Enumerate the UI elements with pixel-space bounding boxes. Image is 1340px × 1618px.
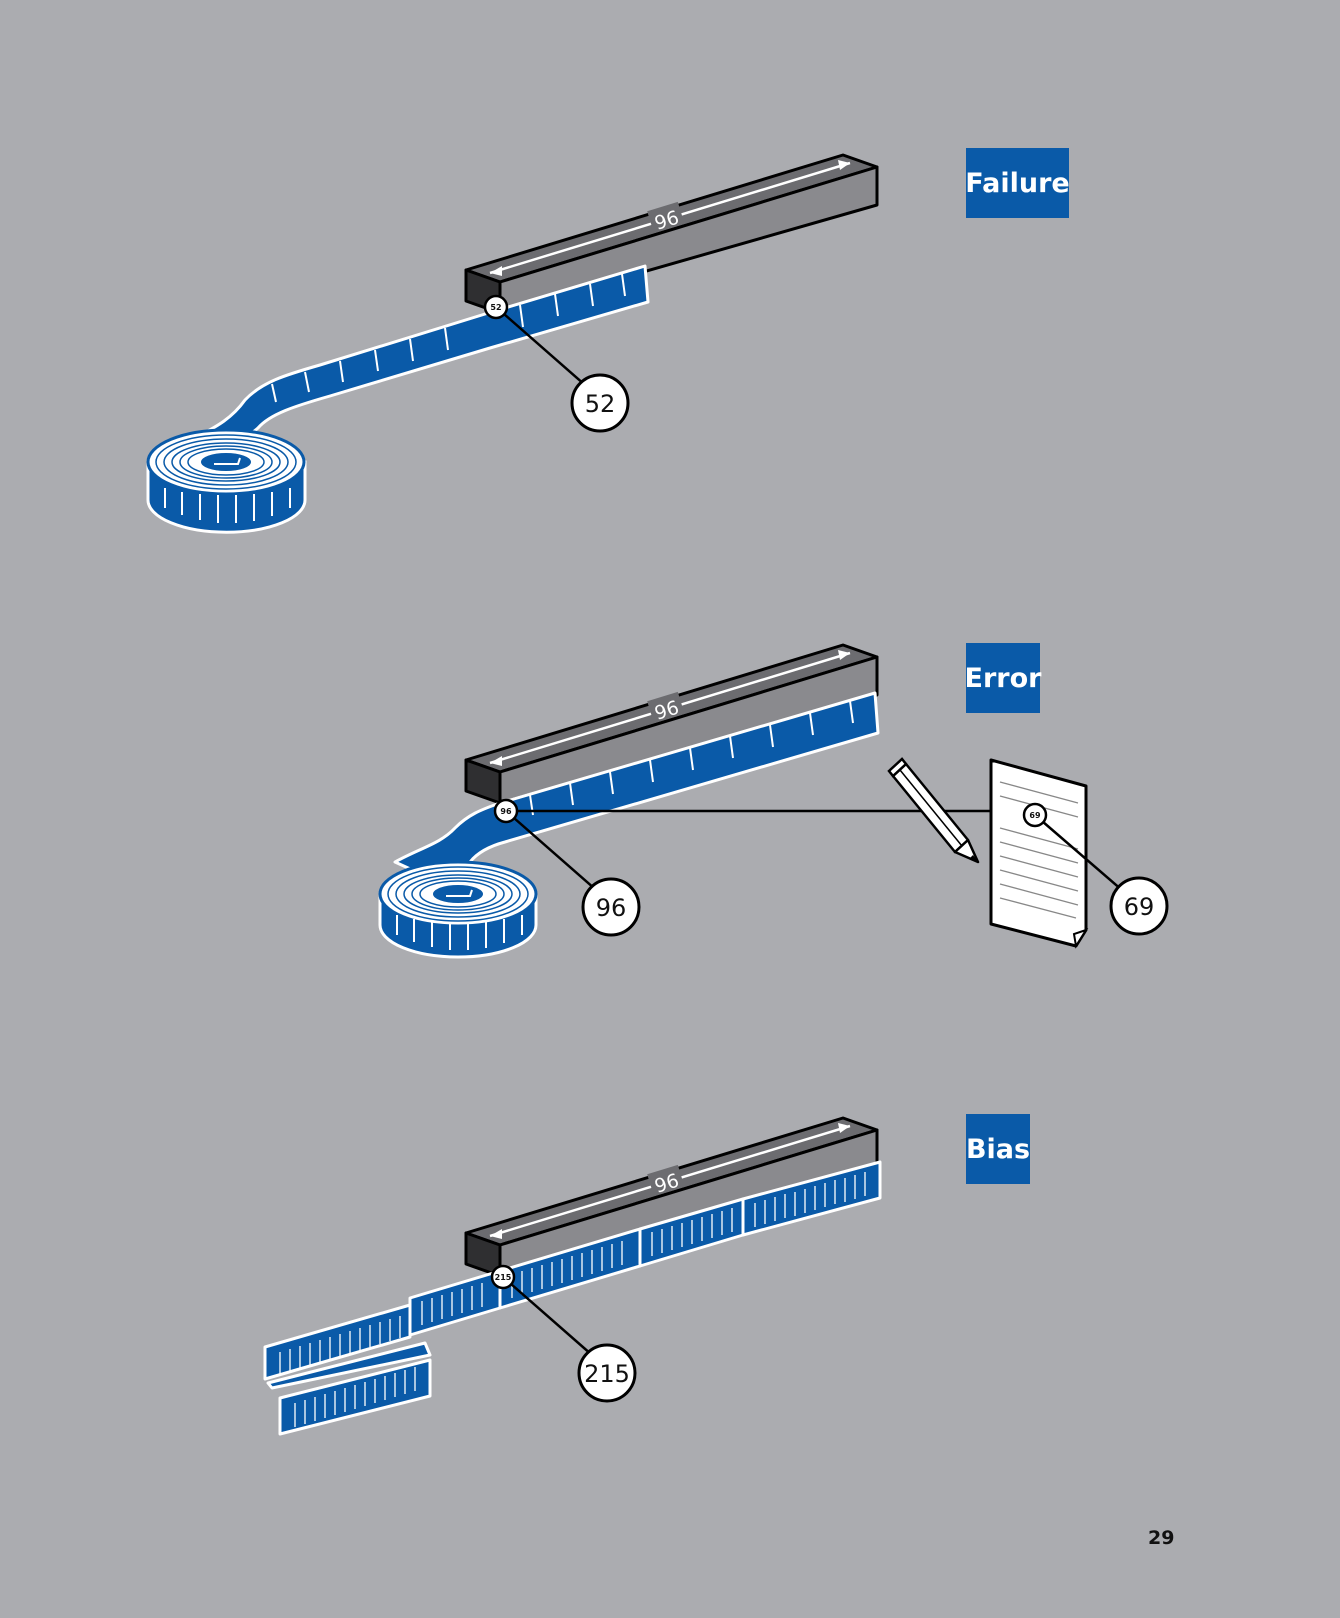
- recorded-callout-label: 69: [1124, 893, 1155, 921]
- reading-callout: [577, 1343, 637, 1403]
- measuring-tape: [378, 691, 880, 959]
- failure-label: Failure: [965, 148, 1070, 218]
- ruler: 96: [464, 153, 879, 315]
- error-panel: 96: [378, 643, 1169, 959]
- reading-callout-label: 96: [596, 894, 627, 922]
- recorded-point-label: 69: [1029, 811, 1041, 820]
- reading-point-label: 215: [495, 1273, 512, 1282]
- pencil-icon: [887, 757, 980, 864]
- reading-callout-label: 215: [584, 1360, 630, 1388]
- failure-panel: 96: [146, 153, 879, 534]
- paper-sheet: [989, 758, 1089, 949]
- folding-rule: [263, 1160, 882, 1436]
- reading-point-marker: [483, 294, 509, 320]
- reading-point-marker: [490, 1264, 516, 1290]
- ruler: 96: [464, 1116, 879, 1278]
- recorded-callout: [1109, 876, 1169, 936]
- recorded-point-marker: [1022, 802, 1048, 828]
- bias-panel: 96 215 215: [263, 1116, 882, 1436]
- measuring-tape: [146, 264, 650, 534]
- error-label-text: Error: [964, 662, 1042, 694]
- bias-label-text: Bias: [965, 1133, 1031, 1165]
- reading-point-marker: [493, 798, 519, 824]
- reading-callout: [581, 877, 641, 937]
- reading-point-label: 96: [500, 807, 512, 816]
- reading-callout-label: 52: [585, 390, 616, 418]
- error-label: Error: [964, 643, 1042, 713]
- reading-callout: [570, 373, 630, 433]
- page-number: 29: [1148, 1527, 1175, 1549]
- reading-point-label: 52: [490, 303, 501, 312]
- ruler: 96: [464, 643, 879, 805]
- failure-label-text: Failure: [965, 167, 1070, 199]
- bias-label: Bias: [966, 1114, 1030, 1184]
